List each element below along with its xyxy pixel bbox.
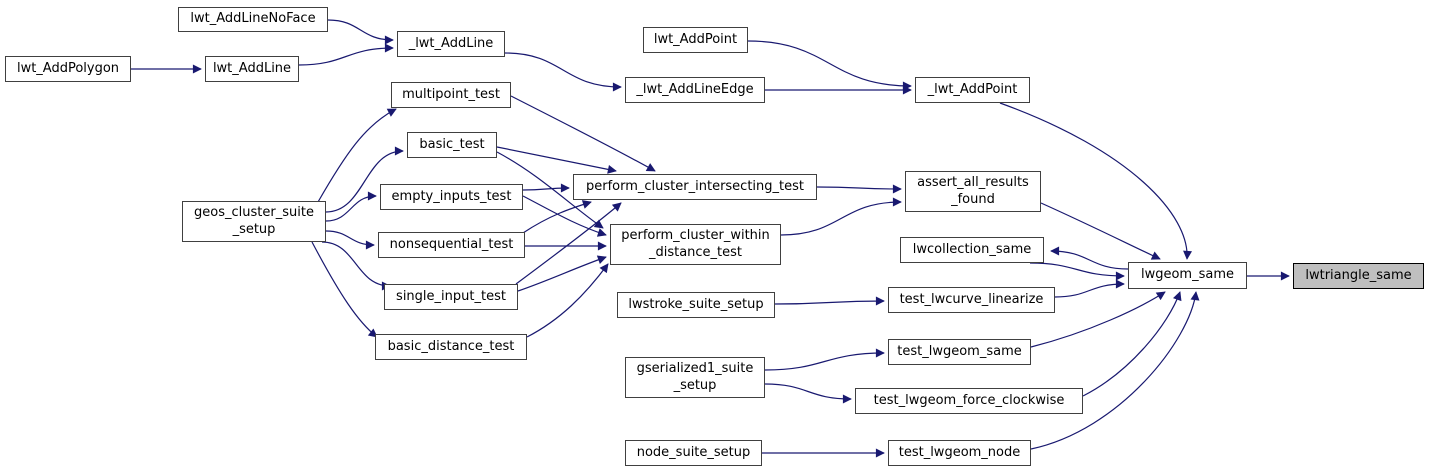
edge-lwgeom_same-to-lwcollection_same (1050, 246, 1129, 270)
node-label: lwt_AddLineNoFace (190, 11, 316, 27)
edge-single_input_test-to-perform_cluster_intersecting_test (515, 202, 622, 285)
edge-empty_inputs_test-to-perform_cluster_within_distance_test (522, 195, 607, 237)
node-label: test_lwcurve_linearize (899, 291, 1044, 307)
node-lwt_AddLineNoFace[interactable]: lwt_AddLineNoFace (178, 7, 328, 32)
edge-geos_cluster_suite_setup-to-nonsequential_test (325, 230, 375, 250)
node-test_lwcurve_linearize[interactable]: test_lwcurve_linearize (888, 287, 1055, 313)
node-lwt_AddPoint[interactable]: lwt_AddPoint (643, 27, 748, 53)
node-label: nonsequential_test (389, 236, 514, 252)
node-label: _lwt_AddLine (408, 35, 494, 51)
node-lwcollection_same[interactable]: lwcollection_same (900, 237, 1044, 263)
node-_lwt_AddLine[interactable]: _lwt_AddLine (397, 31, 505, 57)
edge-perform_cluster_within_distance_test-to-assert_all_results_found (780, 197, 902, 236)
node-gserialized1_suite_setup[interactable]: gserialized1_suite_setup (625, 357, 765, 398)
edge-test_lwcurve_linearize-to-lwgeom_same (1054, 279, 1125, 298)
node-label: _distance_test (648, 244, 743, 260)
node-node_suite_setup[interactable]: node_suite_setup (625, 440, 762, 466)
edge-test_lwgeom_same-to-lwgeom_same (1030, 291, 1166, 348)
edge-geos_cluster_suite_setup-to-multipoint_test (317, 108, 397, 203)
node-test_lwgeom_force_clockwise[interactable]: test_lwgeom_force_clockwise (855, 388, 1083, 414)
node-label: basic_distance_test (387, 338, 515, 354)
node-label: lwtriangle_same (1305, 267, 1412, 283)
edge-geos_cluster_suite_setup-to-basic_distance_test (311, 241, 378, 338)
edge-gserialized1_suite_setup-to-test_lwgeom_same (764, 348, 885, 371)
edge-perform_cluster_intersecting_test-to-assert_all_results_found (816, 184, 902, 194)
edge-nonsequential_test-to-perform_cluster_intersecting_test (522, 200, 592, 234)
node-label: _setup (232, 221, 276, 237)
edge-basic_test-to-perform_cluster_intersecting_test (496, 146, 617, 174)
node-label: perform_cluster_within (621, 228, 770, 244)
edge-_lwt_AddLine-to-_lwt_AddLineEdge (504, 52, 622, 92)
node-empty_inputs_test[interactable]: empty_inputs_test (380, 184, 523, 210)
node-lwstroke_suite_setup[interactable]: lwstroke_suite_setup (617, 292, 775, 318)
node-label: _lwt_AddPoint (927, 81, 1018, 97)
edge-multipoint_test-to-perform_cluster_intersecting_test (510, 95, 656, 172)
node-label: test_lwgeom_same (897, 343, 1022, 359)
node-perform_cluster_intersecting_test[interactable]: perform_cluster_intersecting_test (573, 174, 817, 200)
node-test_lwgeom_node[interactable]: test_lwgeom_node (888, 440, 1031, 466)
edge-empty_inputs_test-to-perform_cluster_intersecting_test (522, 183, 570, 193)
edge-lwstroke_suite_setup-to-test_lwcurve_linearize (774, 296, 885, 306)
node-label: multipoint_test (402, 86, 500, 102)
node-label: single_input_test (396, 288, 506, 304)
edge-lwt_AddPoint-to-_lwt_AddPoint (747, 40, 912, 91)
edge-_lwt_AddPoint-to-lwgeom_same (999, 102, 1193, 260)
node-label: lwcollection_same (912, 241, 1032, 257)
node-_lwt_AddPoint[interactable]: _lwt_AddPoint (915, 77, 1030, 103)
edge-geos_cluster_suite_setup-to-single_input_test (321, 241, 391, 291)
node-label: gserialized1_suite (636, 361, 754, 377)
node-label: lwt_AddPolygon (16, 60, 120, 76)
node-label: empty_inputs_test (391, 188, 512, 204)
node-label: test_lwgeom_force_clockwise (873, 392, 1065, 408)
node-label: lwt_AddPoint (653, 31, 738, 47)
node-label: perform_cluster_intersecting_test (586, 178, 804, 194)
edge-single_input_test-to-perform_cluster_within_distance_test (517, 255, 607, 292)
node-label: lwstroke_suite_setup (628, 296, 764, 312)
node-label: lwt_AddLine (212, 60, 292, 76)
edge-geos_cluster_suite_setup-to-basic_test (325, 146, 404, 213)
node-lwt_AddLine[interactable]: lwt_AddLine (205, 56, 299, 82)
node-test_lwgeom_same[interactable]: test_lwgeom_same (888, 339, 1031, 365)
node-lwtriangle_same[interactable]: lwtriangle_same (1293, 263, 1424, 289)
edge-geos_cluster_suite_setup-to-empty_inputs_test (325, 191, 377, 222)
edge-basic_test-to-perform_cluster_within_distance_test (496, 151, 604, 229)
node-lwgeom_same[interactable]: lwgeom_same (1128, 262, 1247, 289)
node-label: _lwt_AddLineEdge (636, 81, 754, 97)
node-label: lwgeom_same (1140, 267, 1234, 283)
edge-test_lwgeom_node-to-lwgeom_same (1030, 291, 1200, 450)
node-label: basic_test (419, 136, 485, 152)
node-label: test_lwgeom_node (898, 444, 1021, 460)
edge-group (131, 19, 1290, 458)
edge-lwt_AddLine-to-_lwt_AddLine (298, 43, 394, 66)
edge-test_lwgeom_force_clockwise-to-lwgeom_same (1082, 291, 1182, 397)
node-_lwt_AddLineEdge[interactable]: _lwt_AddLineEdge (625, 77, 765, 103)
edge-assert_all_results_found-to-lwgeom_same (1040, 202, 1161, 260)
node-basic_test[interactable]: basic_test (407, 132, 497, 158)
node-lwt_AddPolygon[interactable]: lwt_AddPolygon (5, 56, 131, 82)
node-perform_cluster_within_distance_test[interactable]: perform_cluster_within_distance_test (610, 224, 781, 265)
node-label: node_suite_setup (636, 444, 751, 460)
node-basic_distance_test[interactable]: basic_distance_test (375, 334, 527, 360)
edge-lwt_AddLineNoFace-to-_lwt_AddLine (327, 19, 394, 45)
edge-lwcollection_same-to-lwgeom_same (1029, 262, 1125, 281)
edge-basic_distance_test-to-perform_cluster_within_distance_test (526, 263, 609, 338)
node-geos_cluster_suite_setup[interactable]: geos_cluster_suite_setup (182, 201, 326, 242)
node-assert_all_results_found[interactable]: assert_all_results_found (905, 171, 1041, 212)
node-nonsequential_test[interactable]: nonsequential_test (378, 232, 525, 258)
node-label: assert_all_results (917, 175, 1029, 191)
node-label: geos_cluster_suite (194, 205, 314, 221)
node-label: _found (951, 191, 995, 207)
node-label: _setup (673, 377, 717, 393)
node-multipoint_test[interactable]: multipoint_test (391, 82, 511, 108)
edge-gserialized1_suite_setup-to-test_lwgeom_force_clockwise (764, 383, 852, 404)
node-single_input_test[interactable]: single_input_test (384, 284, 518, 310)
